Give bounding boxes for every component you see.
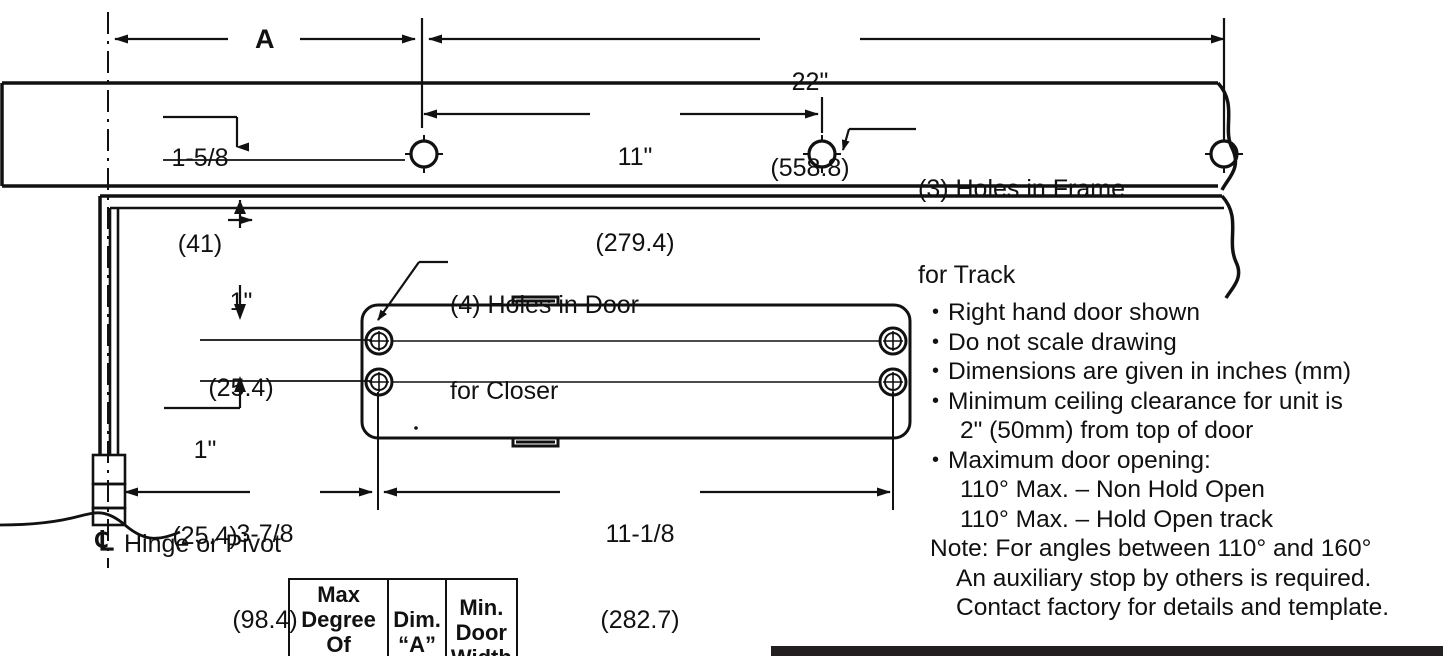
- opening-spec-table: Max Degree Of Opening Dim. “A” Min. Door…: [287, 578, 518, 656]
- closer-body: [360, 295, 912, 448]
- dimension-line-11in: [423, 97, 824, 133]
- note-bullet-0: Right hand door shown: [930, 298, 1440, 328]
- note-max-opening-line2: 110° Max. – Hold Open track: [960, 505, 1274, 533]
- dimension-1in-upper: [200, 200, 372, 341]
- note-angles-line3: Contact factory for details and template…: [956, 594, 1390, 621]
- table-header-max-degree-line2: Of Opening: [326, 632, 351, 656]
- hinge-or-pivot-label: Hinge or Pivot: [124, 530, 282, 558]
- dim-3-7-8-mm: (98.4): [232, 605, 298, 634]
- dim-1in-upper-mm: (25.4): [208, 373, 274, 402]
- table-header-min-door-width: Min. Door Width: [444, 578, 518, 656]
- closer-screw-holes: [364, 326, 908, 397]
- dim-11-1-8: 11-1/8 (282.7): [580, 462, 700, 656]
- table-header-min-door-width-line1: Min. Door: [455, 594, 507, 645]
- dim-1-5-8: 1-5/8 (41): [160, 86, 240, 316]
- callout-frame-holes: (3) Holes in Frame for Track: [918, 117, 1125, 347]
- frame-holes-leader: [841, 127, 916, 151]
- dim-1in-upper: 1" (25.4): [198, 230, 284, 460]
- frame-holes: [405, 135, 1243, 173]
- centerline-symbol-icon: ℄: [96, 526, 114, 556]
- dim-1in-upper-inches: 1": [229, 287, 253, 316]
- table-header-min-door-width-line2: Width: [451, 645, 512, 656]
- dim-a-label: A: [255, 24, 275, 54]
- note-bullet-2: Dimensions are given in inches (mm): [930, 357, 1440, 387]
- note-ceiling-clearance-cont: 2" (50mm) from top of door: [960, 417, 1254, 444]
- table-header-dim-a: Dim. “A”: [387, 578, 447, 656]
- note-angles-line1: Note: For angles between 110° and 160°: [930, 535, 1372, 562]
- table-header-max-degree-line1: Max Degree: [301, 582, 376, 632]
- table-header-dim-a-line1: Dim. “A”: [393, 607, 441, 656]
- dim-1-5-8-mm: (41): [177, 229, 223, 258]
- callout-frame-holes-line1: (3) Holes in Frame: [918, 174, 1125, 203]
- dimension-1in-lower: [164, 376, 372, 410]
- dim-22in-inches: 22": [791, 67, 829, 96]
- dim-22in: 22" (558.8): [760, 10, 860, 240]
- callout-door-holes-line1: (4) Holes in Door: [450, 290, 639, 319]
- note-max-opening: Maximum door opening:: [930, 446, 1440, 476]
- dimension-line-22in: [428, 18, 1226, 140]
- note-angles-line2: An auxiliary stop by others is required.: [956, 564, 1372, 592]
- note-bullet-1: Do not scale drawing: [930, 328, 1440, 358]
- dim-11-1-8-mm: (282.7): [600, 605, 680, 634]
- dim-11-1-8-inches: 11-1/8: [605, 519, 675, 548]
- table-header-max-degree: Max Degree Of Opening: [287, 578, 390, 656]
- dim-22in-mm: (558.8): [770, 153, 850, 182]
- dim-11in: 11" (279.4): [585, 85, 685, 315]
- table-header-row: Max Degree Of Opening Dim. “A” Min. Door…: [287, 578, 518, 656]
- notes-block: Right hand door shown Do not scale drawi…: [930, 298, 1440, 623]
- dim-3-7-8-inches: 3-7/8: [236, 519, 294, 548]
- extension-lines-bottom: [377, 392, 894, 510]
- callout-door-holes-line2: for Closer: [450, 376, 559, 405]
- callout-door-holes: (4) Holes in Door for Closer: [450, 233, 639, 463]
- bottom-black-bar: [771, 646, 1443, 656]
- door-holes-leader: [377, 260, 448, 321]
- callout-frame-holes-line2: for Track: [918, 260, 1016, 289]
- dimension-line-a: [114, 18, 424, 128]
- frame-outline: [0, 81, 1241, 299]
- note-max-opening-line1: 110° Max. – Non Hold Open: [960, 476, 1265, 503]
- dim-11in-inches: 11": [617, 142, 653, 171]
- dim-1in-lower-mm: (25.4): [172, 521, 238, 550]
- dimension-1-5-8: [163, 115, 405, 161]
- dim-11in-mm: (279.4): [595, 228, 675, 257]
- dim-3-7-8: 3-7/8 (98.4): [210, 462, 320, 656]
- dim-1in-lower-inches: 1": [193, 435, 217, 464]
- dim-1in-lower: 1" (25.4): [162, 378, 248, 608]
- dim-1-5-8-inches: 1-5/8: [171, 143, 229, 172]
- note-ceiling-clearance: Minimum ceiling clearance for unit is: [930, 387, 1440, 417]
